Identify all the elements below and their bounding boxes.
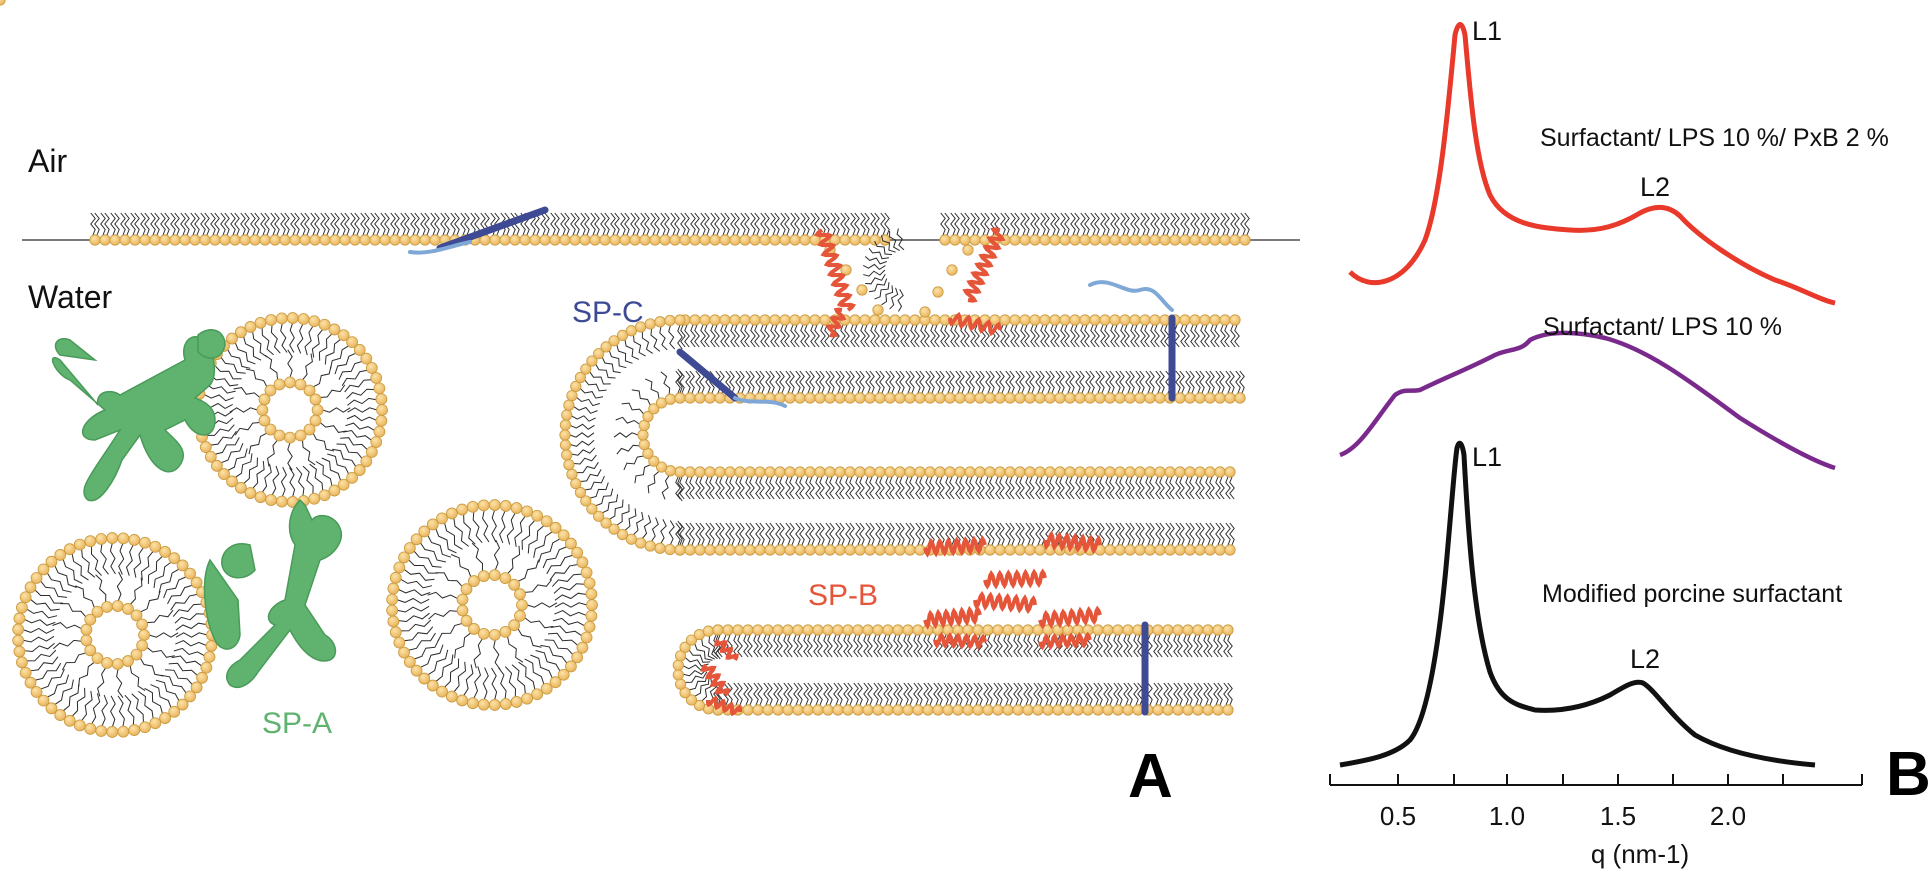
x-tick-label-2-0: 2.0 (1710, 801, 1746, 831)
peak-label-red-l1: L1 (1472, 16, 1502, 46)
water-label: Water (28, 279, 113, 315)
peak-label-black-l1: L1 (1472, 442, 1502, 472)
sp-a-label: SP-A (262, 707, 332, 740)
sp-b-helix-group (700, 227, 1102, 717)
curve-name-porcine: Modified porcine surfactant (1542, 580, 1842, 608)
vesicle-bottom-left (12, 532, 218, 738)
bilayer-bottom-bottom-leaflet (712, 682, 1234, 716)
bilayer-lower-bottom-leaflet (674, 522, 1236, 556)
curve-name-lps: Surfactant/ LPS 10 % (1543, 313, 1782, 341)
x-axis-label: q (nm-1) (1591, 839, 1689, 869)
monolayer-right (939, 212, 1251, 246)
vesicle-center (386, 499, 598, 711)
curve-surfactant-lps-pxb (1348, 22, 1836, 306)
bilayer-bottom-end-cap (0, 0, 724, 716)
lipid-layer (0, 0, 1251, 738)
panel-b-letter: B (1886, 740, 1931, 809)
sp-c-tail-group (408, 240, 1174, 408)
monolayer-left (89, 212, 891, 246)
panel-a-membrane-diagram: Air Water SP-C SP-B SP-A A (0, 0, 1300, 811)
x-tick-label-1-5: 1.5 (1600, 801, 1636, 831)
bilayer-lower-top-leaflet (674, 466, 1236, 500)
curve-name-lps-pxb: Surfactant/ LPS 10 %/ PxB 2 % (1540, 124, 1889, 152)
peak-label-black-l2: L2 (1630, 644, 1660, 674)
peak-label-red-l2: L2 (1640, 172, 1670, 202)
bilayer-upper-bottom-leaflet (674, 370, 1246, 404)
sp-c-label: SP-C (572, 296, 644, 329)
x-tick-label-0-5: 0.5 (1380, 801, 1416, 831)
x-tick-label-1-0: 1.0 (1489, 801, 1525, 831)
bilayer-bottom-top-leaflet (712, 624, 1234, 658)
sp-c-helix-group (436, 206, 1176, 716)
air-label: Air (28, 143, 67, 179)
sp-b-label: SP-B (808, 579, 878, 612)
curve-surfactant-lps (1339, 330, 1836, 471)
sp-a-protein-cluster-bottom (203, 498, 342, 689)
panel-a-letter: A (1128, 742, 1173, 811)
sp-a-protein-cluster-top (51, 329, 226, 502)
bilayer-curved-cap (559, 314, 686, 556)
curve-modified-porcine-surfactant (1339, 440, 1816, 768)
panel-b-saxs-plot: 0.5 1.0 1.5 2.0 q (nm-1) Surfactant/ LPS… (1329, 16, 1931, 869)
x-axis-ticks (1329, 774, 1863, 785)
